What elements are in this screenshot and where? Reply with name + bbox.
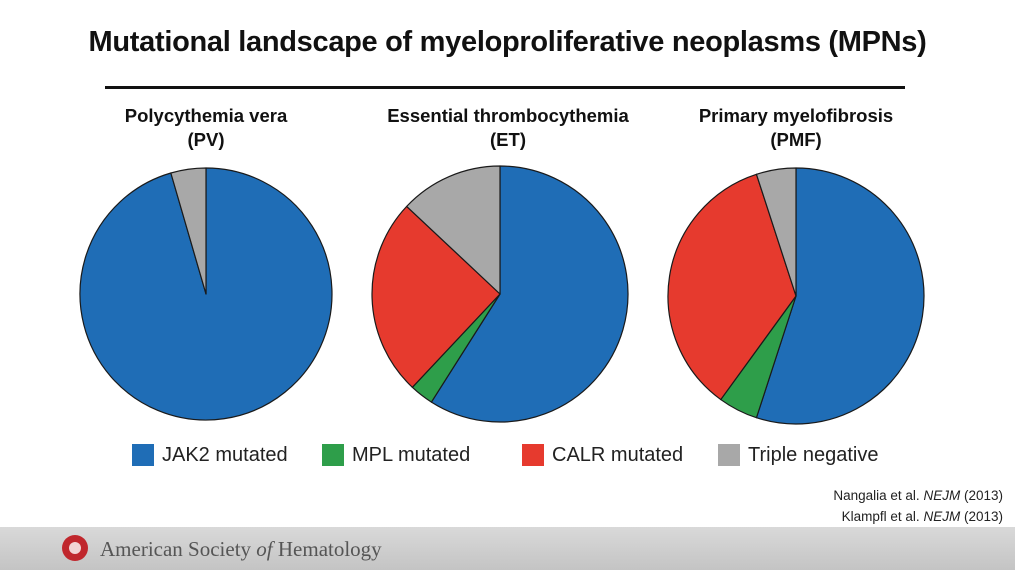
pie-slice-jak2 — [430, 165, 629, 423]
citation-klampfl: Klampfl et al. NEJM (2013) — [833, 506, 1003, 527]
citation-year: (2013) — [963, 488, 1003, 503]
pie-slice-calr — [667, 173, 797, 401]
legend-swatch-calr — [522, 444, 544, 466]
pv-pie-chart — [79, 167, 333, 421]
legend-label-mpl: MPL mutated — [352, 443, 471, 466]
title-divider — [105, 86, 905, 89]
legend-item-mpl: MPL mutated — [322, 440, 470, 470]
chart-legend: JAK2 mutated MPL mutated CALR mutated Tr… — [0, 440, 1015, 470]
pie-charts — [79, 165, 925, 425]
legend-swatch-triple — [718, 444, 740, 466]
legend-item-jak2: JAK2 mutated — [132, 440, 288, 470]
citations: Nangalia et al. NEJM (2013) Klampfl et a… — [833, 485, 1003, 527]
citation-journal: NEJM — [923, 488, 961, 503]
et-chart-title: Essential thrombocythemia (ET) — [358, 104, 658, 152]
et-title-line2: (ET) — [490, 129, 526, 150]
pmf-title-line2: (PMF) — [770, 129, 822, 150]
pmf-title-line1: Primary myelofibrosis — [698, 105, 894, 126]
footer-bar: American Society of Hematology — [0, 527, 1015, 570]
pie-slice-triple-negative — [406, 165, 501, 295]
citation-authors: Klampfl et al. — [841, 509, 920, 524]
pmf-pie-chart — [667, 167, 925, 425]
pie-slice-jak2 — [755, 167, 925, 425]
pv-title-line2: (PV) — [187, 129, 225, 150]
slide-title: Mutational landscape of myeloproliferati… — [88, 26, 927, 58]
et-pie-chart — [371, 165, 629, 423]
footer-org-part2: Hematology — [277, 537, 382, 561]
footer-org-part1: American Society — [100, 537, 252, 561]
citation-authors: Nangalia et al. — [833, 488, 920, 503]
et-title-line1: Essential thrombocythemia — [387, 105, 629, 126]
footer-org-name: American Society of Hematology — [100, 537, 382, 562]
legend-label-calr: CALR mutated — [552, 443, 684, 466]
legend-label-triple: Triple negative — [748, 443, 879, 466]
legend-swatch-mpl — [322, 444, 344, 466]
pv-chart-title: Polycythemia vera (PV) — [56, 104, 356, 152]
citation-year: (2013) — [963, 509, 1003, 524]
pmf-chart-title: Primary myelofibrosis (PMF) — [646, 104, 946, 152]
legend-item-calr: CALR mutated — [522, 440, 683, 470]
ash-logo-icon — [62, 535, 88, 561]
pie-slice-triple-negative — [755, 167, 797, 297]
pv-title-line1: Polycythemia vera — [124, 105, 288, 126]
footer-org-of: of — [256, 537, 273, 561]
pie-slice-triple-negative — [170, 167, 207, 295]
pie-slice-calr — [371, 205, 501, 388]
legend-swatch-jak2 — [132, 444, 154, 466]
citation-journal: NEJM — [923, 509, 961, 524]
legend-label-jak2: JAK2 mutated — [162, 443, 288, 466]
citation-nangalia: Nangalia et al. NEJM (2013) — [833, 485, 1003, 506]
legend-item-triple: Triple negative — [718, 440, 878, 470]
